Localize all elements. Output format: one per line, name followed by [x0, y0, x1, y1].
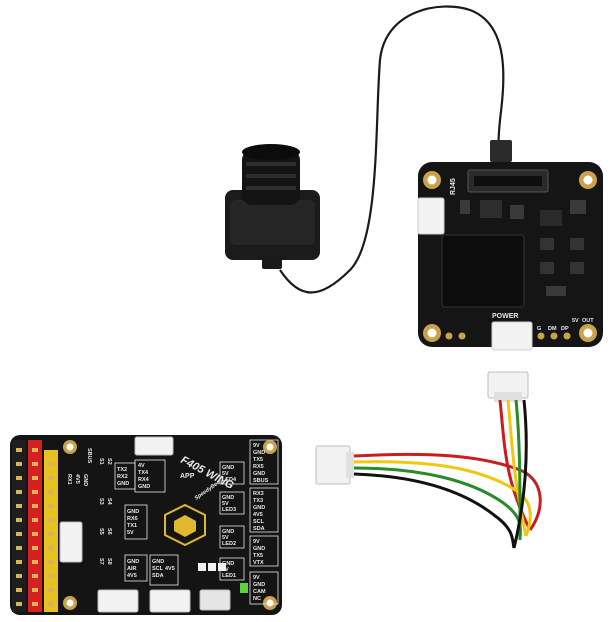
top-pad-s1: S1: [98, 458, 104, 465]
svg-text:VTX: VTX: [253, 560, 264, 566]
svg-text:GND: GND: [253, 546, 265, 552]
side-connector: [417, 197, 445, 235]
top-pad-s4: S4: [106, 498, 112, 506]
fc-top-connector: [134, 436, 174, 456]
svg-text:4V: 4V: [138, 463, 145, 469]
right-block-2: RX3 TX3 GND 4V5 SCL SDA: [249, 487, 279, 533]
pin-label-g: G: [537, 326, 541, 332]
top-pad-s5: S5: [98, 528, 104, 535]
flight-controller: SBUS S1 S2 S3 S4 S5 S6 S7 S8 RX1 4V5 GND…: [10, 435, 282, 615]
svg-text:4V5: 4V5: [253, 512, 263, 518]
svg-text:GND: GND: [253, 471, 265, 477]
fc-bottom-connector-1: [97, 589, 139, 613]
svg-text:RX5: RX5: [253, 464, 264, 470]
power-label: POWER: [492, 313, 518, 320]
svg-text:5V: 5V: [127, 530, 134, 536]
top-pad-s7: S7: [98, 558, 104, 565]
top-pad-s3: S3: [98, 498, 104, 505]
pin-label-dm: DM: [548, 326, 557, 332]
left-header-4v5: 4V5: [74, 474, 80, 484]
right-block-1: 9V GND TX5 RX5 GND SBUS: [249, 439, 279, 485]
svg-text:GND: GND: [138, 484, 150, 490]
top-pad-s2: S2: [106, 458, 112, 465]
svg-text:9V: 9V: [253, 575, 260, 581]
wire-black: [353, 399, 528, 549]
svg-text:LED1: LED1: [222, 573, 236, 579]
left-header-gnd: GND: [82, 474, 88, 486]
svg-text:SDA: SDA: [152, 573, 164, 579]
scl-block: GND SCL SDA 4V5: [149, 554, 179, 586]
vtx-board: RJ45 POWER G DM DP 5V OUT: [417, 162, 603, 351]
led-block-2: GND 5V LED2: [219, 525, 245, 549]
svg-text:CAM: CAM: [253, 589, 266, 595]
svg-text:SCL: SCL: [152, 566, 164, 572]
fc-bottom-connector-2: [149, 589, 191, 613]
pin-header: [12, 440, 58, 612]
svg-text:GND: GND: [253, 582, 265, 588]
svg-text:TX2: TX2: [117, 467, 127, 473]
led-block-4: GND 5V LED4: [219, 461, 245, 485]
svg-text:TX3: TX3: [253, 498, 263, 504]
svg-text:GND: GND: [117, 481, 129, 487]
side-label-out: OUT: [582, 318, 594, 324]
sbus-label: SBUS: [86, 448, 92, 464]
right-block-4: 9V GND CAM NC: [249, 571, 279, 605]
camera-cable: [279, 5, 505, 294]
svg-text:TX5: TX5: [253, 457, 263, 463]
right-block-3: 9V GND TX5 VTX: [249, 535, 279, 567]
svg-text:GND: GND: [253, 450, 265, 456]
side-label-5v: 5V: [572, 318, 579, 324]
svg-text:RX6: RX6: [127, 516, 138, 522]
svg-text:GND: GND: [127, 559, 139, 565]
svg-text:5V: 5V: [222, 471, 229, 477]
svg-text:SBUS: SBUS: [253, 478, 269, 484]
svg-text:5V: 5V: [222, 535, 229, 541]
svg-text:LED4: LED4: [222, 477, 237, 483]
svg-text:TX4: TX4: [138, 470, 149, 476]
air-block: GND AIR 4V5: [124, 554, 148, 582]
svg-text:RX4: RX4: [138, 477, 150, 483]
top-pad-s8: S8: [106, 558, 112, 565]
svg-text:4V5: 4V5: [165, 566, 175, 572]
svg-text:AIR: AIR: [127, 566, 137, 572]
uart-block-2: TX2 RX2 GND: [114, 462, 136, 490]
fc-side-connector: [59, 521, 83, 563]
camera-module: [225, 5, 512, 294]
svg-text:GND: GND: [222, 529, 234, 535]
left-header-rx1: RX1: [66, 474, 72, 485]
svg-text:4V5: 4V5: [127, 573, 137, 579]
svg-text:5V: 5V: [222, 501, 229, 507]
svg-text:9V: 9V: [253, 443, 260, 449]
svg-text:LED3: LED3: [222, 507, 236, 513]
svg-text:RX2: RX2: [117, 474, 128, 480]
rx-block: GND RX6 TX1 5V: [124, 504, 148, 540]
svg-text:GND: GND: [127, 509, 139, 515]
svg-text:GND: GND: [152, 559, 164, 565]
fc-app-label: APP: [180, 473, 195, 480]
cable-harness: [315, 371, 542, 549]
svg-text:TX1: TX1: [127, 523, 137, 529]
usb-connector: [491, 321, 533, 351]
svg-text:NC: NC: [253, 596, 261, 602]
wire-green: [353, 399, 522, 541]
svg-text:GND: GND: [222, 495, 234, 501]
svg-text:TX5: TX5: [253, 553, 263, 559]
harness-connector-left: [315, 445, 351, 485]
svg-text:SCL: SCL: [253, 519, 265, 525]
svg-text:SDA: SDA: [253, 526, 265, 532]
svg-text:GND: GND: [222, 561, 234, 567]
led-block-3: GND 5V LED3: [219, 491, 245, 515]
pin-label-dp: DP: [561, 326, 569, 332]
main-soc-chip: [441, 234, 525, 308]
svg-text:LED2: LED2: [222, 541, 236, 547]
fc-bottom-connector-3: [199, 589, 231, 611]
svg-text:GND: GND: [253, 505, 265, 511]
svg-text:GND: GND: [222, 465, 234, 471]
top-pad-s6: S6: [106, 528, 112, 535]
svg-text:RX3: RX3: [253, 491, 264, 497]
svg-text:9V: 9V: [253, 539, 260, 545]
rj45-label: RJ45: [450, 178, 457, 195]
camera-cable-connector: [490, 140, 512, 162]
